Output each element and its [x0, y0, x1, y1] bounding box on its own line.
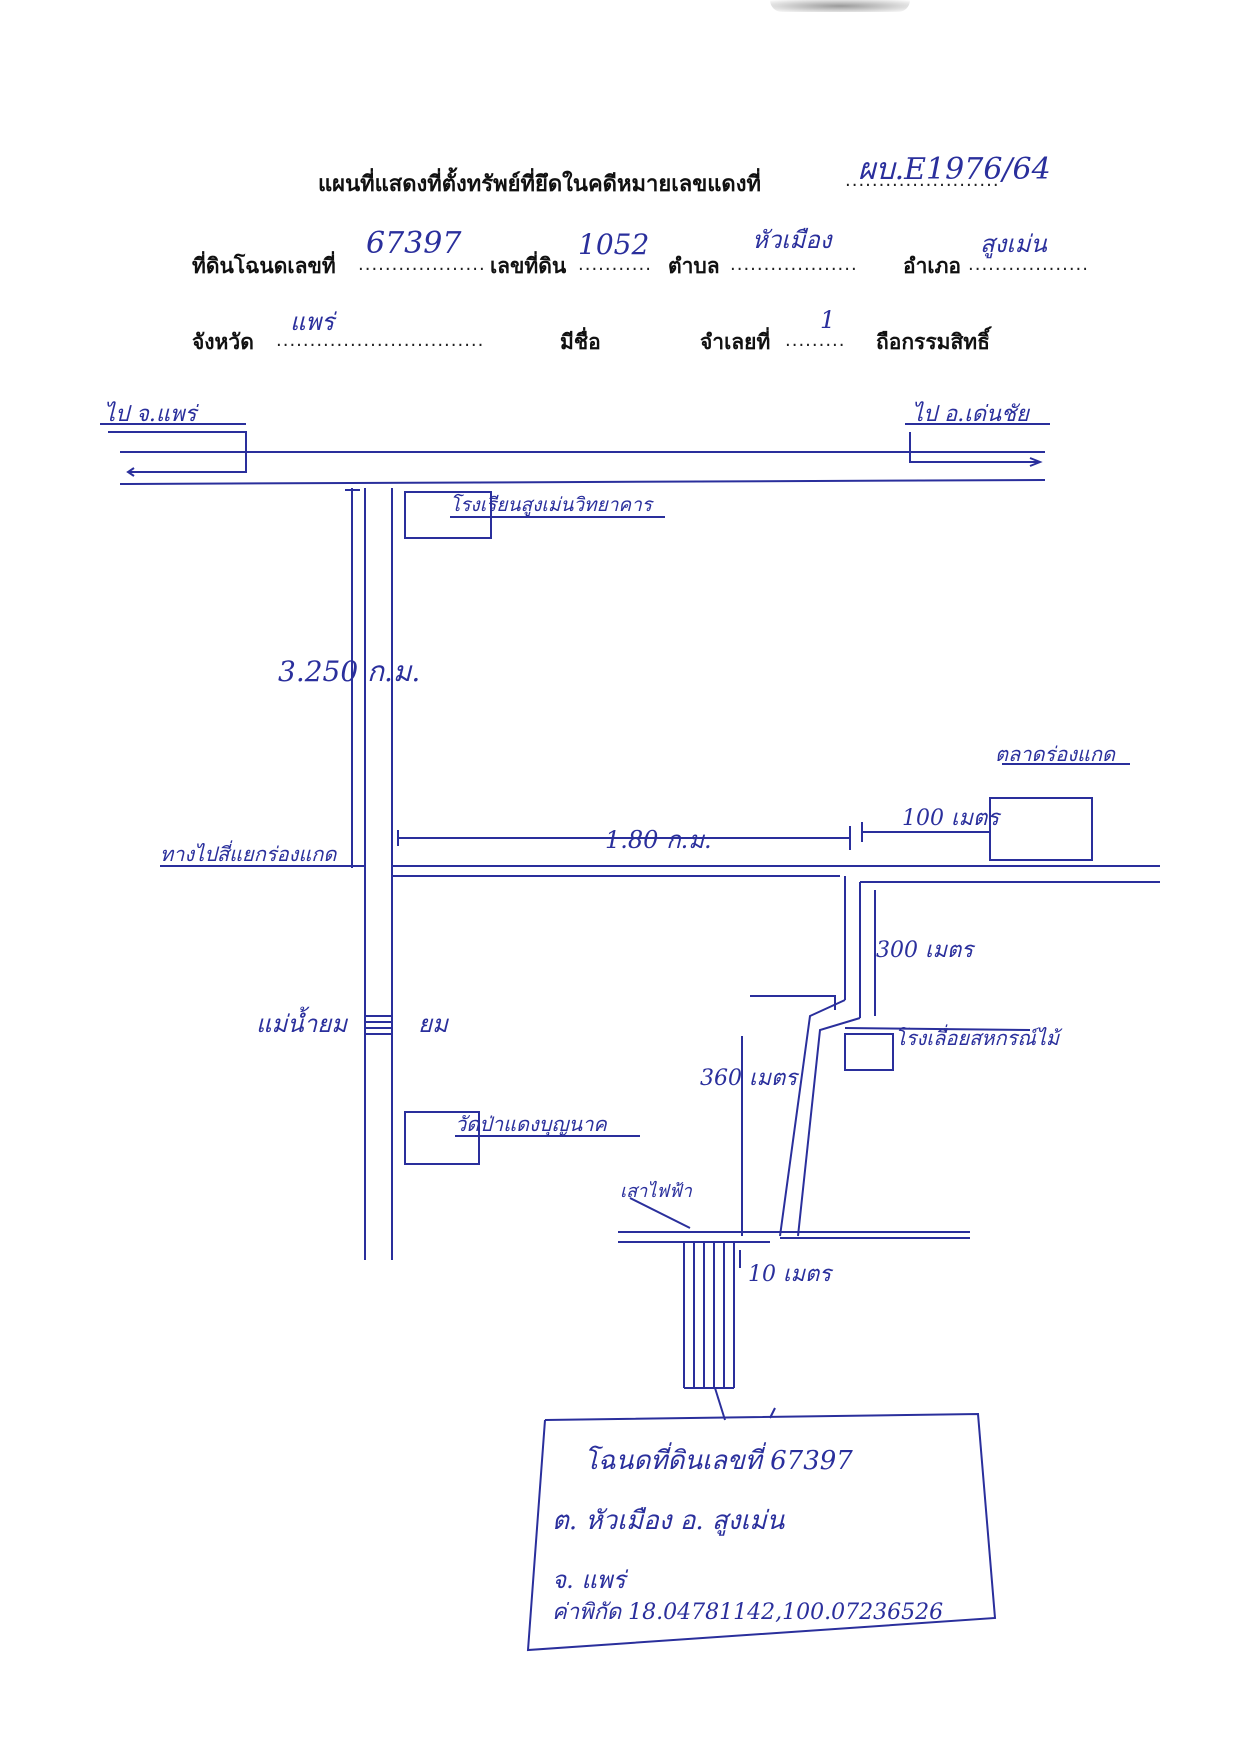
- province-value: แพร่: [290, 308, 335, 336]
- market-label: ตลาดร่องแกด: [995, 742, 1115, 766]
- property-province-line: จ. แพร่: [552, 1566, 626, 1594]
- phrae-arrowhead: [126, 467, 135, 477]
- market-box: [989, 797, 1093, 861]
- ownership-label: ถือกรรมสิทธิ์: [876, 330, 990, 354]
- branch-turn-marker: [750, 995, 836, 1010]
- case-no-dots: .......................: [845, 170, 1000, 191]
- distance-3250-label: 3.250 ก.ม.: [278, 655, 421, 688]
- property-deed-line: โฉนดที่ดินเลขที่ 67397: [584, 1446, 853, 1476]
- subdistrict-label: ตำบล: [668, 254, 720, 278]
- property-coordinates-line: ค่าพิกัด 18.04781142,100.07236526: [552, 1600, 944, 1625]
- intersection-label: ทางไปสี่แยกร่องแกด: [160, 842, 337, 866]
- defendant-number: 1: [820, 306, 836, 334]
- district-dots: ..................: [968, 254, 1089, 275]
- subdistrict-value: หัวเมือง: [752, 226, 832, 254]
- defendant-label: จำเลยที่: [700, 330, 771, 354]
- land-number: 1052: [578, 228, 650, 261]
- property-location-line: ต. หัวเมือง อ. สูงเม่น: [552, 1506, 785, 1536]
- temple-label: วัดป่าแดงบุญนาค: [455, 1112, 607, 1136]
- to-denchai-label: ไป อ.เด่นชัย: [912, 402, 1029, 427]
- denchai-arrowhead: [1029, 457, 1043, 467]
- sawmill-label: โรงเลื่อยสหกรณ์ไม้: [895, 1026, 1060, 1050]
- property-pointer: [714, 1387, 726, 1421]
- district-value: สูงเม่น: [980, 230, 1047, 258]
- distance-300-label: 300 เมตร: [876, 938, 974, 963]
- deed-dots: ...................: [358, 254, 486, 275]
- property-pointer-2: [769, 1407, 776, 1419]
- distance-180-label: 1.80 ก.ม.: [605, 826, 712, 854]
- phrae-arrow-box: [108, 431, 247, 473]
- bridge-label: ยม: [418, 1010, 448, 1038]
- temple-box: [404, 1111, 480, 1165]
- name-label: มีชื่อ: [560, 330, 601, 354]
- river-label: แม่น้ำยม: [256, 1010, 348, 1038]
- deed-label: ที่ดินโฉนดเลขที่: [192, 254, 336, 278]
- distance-100-label: 100 เมตร: [902, 806, 1000, 831]
- school-box: [404, 491, 492, 539]
- district-label: อำเภอ: [903, 254, 962, 278]
- sawmill-box: [844, 1033, 894, 1071]
- sawmill-label-underline: [844, 1027, 1031, 1031]
- main-road-bottom-edge: [119, 479, 1046, 485]
- province-label: จังหวัด: [192, 330, 254, 354]
- case-number: ผบ.E1976/64: [858, 152, 1051, 187]
- defendant-dots: .........: [785, 330, 846, 351]
- distance-10-label: 10 เมตร: [748, 1262, 832, 1287]
- land-no-dots: ...........: [578, 254, 652, 275]
- property-box: [526, 1412, 997, 1652]
- map-title: แผนที่แสดงที่ตั้งทรัพย์ที่ยึดในคดีหมายเล…: [318, 172, 761, 197]
- denchai-arrow-box: [909, 432, 1040, 463]
- power-pole-label: เสาไฟฟ้า: [620, 1181, 692, 1202]
- subdistrict-dots: ...................: [730, 254, 858, 275]
- pole-pointer: [629, 1197, 691, 1229]
- to-phrae-label: ไป จ.แพร่: [104, 402, 197, 427]
- scan-smudge: [770, 0, 910, 12]
- lane-right-edge: [797, 1017, 861, 1237]
- school-label: โรงเรียนสูงเม่นวิทยาคาร: [450, 494, 652, 516]
- land-no-label: เลขที่ดิน: [490, 254, 567, 278]
- province-dots: ...............................: [276, 330, 485, 351]
- distance-360-label: 360 เมตร: [700, 1066, 798, 1091]
- deed-number: 67397: [366, 226, 462, 261]
- lane-left-edge: [779, 999, 846, 1237]
